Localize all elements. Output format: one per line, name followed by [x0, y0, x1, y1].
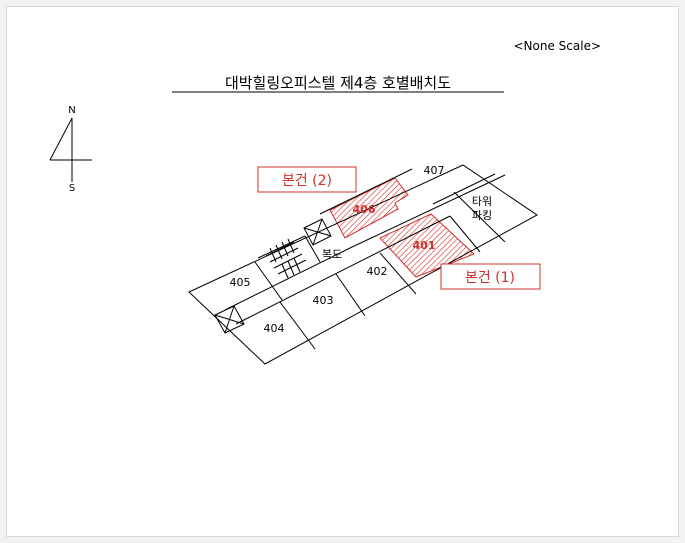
unit-401-hatch: [379, 213, 475, 278]
scale-note: <None Scale>: [513, 39, 601, 53]
unit-403-label: 403: [313, 294, 334, 307]
subject-2-box: [257, 166, 357, 193]
subject-2-label: 본건 (2): [282, 173, 332, 189]
north-label: N: [68, 105, 75, 116]
shaft-box-bottom: [214, 305, 245, 334]
shaft-box-top: [303, 218, 332, 246]
subject-1-box: [440, 263, 541, 290]
subject-1-label: 본건 (1): [465, 270, 515, 286]
unit-406-label: 406: [353, 203, 376, 216]
unit-401-label: 401: [413, 239, 436, 252]
staircase: [265, 238, 307, 279]
unit-407-label: 407: [424, 164, 445, 177]
drawing-sheet: [6, 6, 679, 537]
unit-405-label: 405: [230, 276, 251, 289]
unit-402-label: 402: [367, 265, 388, 278]
unit-406-hatch: [329, 177, 409, 239]
south-label: S: [69, 183, 75, 194]
tower-parking-line1: 타워: [472, 195, 492, 208]
unit-404-label: 404: [264, 322, 285, 335]
plan-title: 대박힐링오피스텔 제4층 호별배치도: [225, 74, 451, 92]
north-arrow: [49, 117, 92, 182]
corridor-label: 복도: [322, 248, 342, 261]
tower-parking-line2: 파킹: [472, 209, 492, 222]
building-plan: [188, 164, 538, 365]
